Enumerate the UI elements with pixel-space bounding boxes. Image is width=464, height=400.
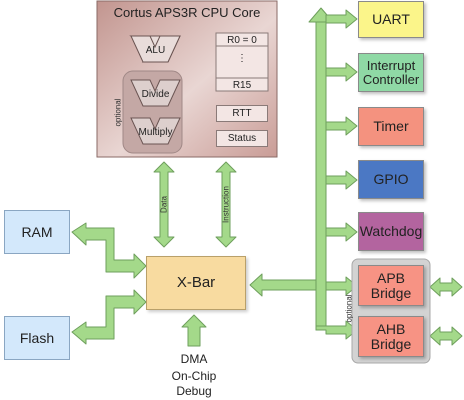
multiply-label: Multiply	[138, 127, 173, 138]
xbar-label: X-Bar	[176, 274, 216, 292]
register-r0: R0 = 0	[227, 35, 257, 46]
register-dots: ⋮	[237, 53, 247, 64]
uart-branch	[325, 9, 358, 29]
ahb-bridge-block: AHB Bridge	[358, 316, 424, 357]
peripheral-bus-trunk	[315, 21, 327, 331]
xbar-peripheral-arrow	[249, 273, 317, 297]
data-bus-arrow	[153, 161, 175, 248]
ahb-output-arrow	[429, 326, 463, 346]
ahb-label-line2: Bridge	[370, 335, 412, 352]
apb-label-line2: Bridge	[370, 284, 412, 301]
flash-block: Flash	[4, 316, 70, 360]
optional-units-label: optional	[113, 98, 123, 127]
uart-block: UART	[358, 1, 424, 38]
register-status: Status	[216, 130, 268, 147]
timer-branch	[325, 116, 358, 136]
ahb-branch	[315, 320, 358, 340]
bridges-optional-label: optional	[344, 294, 354, 323]
interrupt-label-line2: Controller	[362, 71, 420, 87]
instruction-bus-arrow	[215, 161, 237, 248]
interrupt-controller-block: Interrupt Controller	[358, 53, 424, 92]
register-rtt: RTT	[216, 105, 268, 122]
interrupt-label-line1: Interrupt	[366, 57, 416, 73]
dma-label: DMA	[180, 352, 208, 366]
ahb-label-line1: AHB	[376, 320, 406, 337]
alu-label: ALU	[145, 45, 166, 56]
cpu-core-title: Cortus APS3R CPU Core	[113, 5, 261, 20]
divide-shape	[130, 79, 181, 107]
instruction-bus-label: Instruction	[221, 186, 231, 223]
data-bus-label: Data	[159, 196, 169, 213]
apb-output-arrow	[429, 277, 463, 297]
watchdog-branch	[325, 222, 358, 242]
divide-label: Divide	[141, 89, 170, 100]
uart-label: UART	[372, 11, 410, 28]
dma-xbar-arrow	[181, 314, 207, 347]
debug-label: Debug	[176, 384, 212, 398]
watchdog-label: Watchdog	[359, 223, 423, 240]
on-chip-label: On-Chip	[171, 369, 217, 383]
timer-block: Timer	[358, 107, 424, 146]
ram-block: RAM	[4, 210, 70, 254]
gpio-label: GPIO	[373, 171, 409, 188]
apb-bridge-block: APB Bridge	[358, 265, 424, 306]
flash-xbar-arrow	[71, 289, 147, 345]
register-r15: R15	[232, 80, 252, 91]
multiply-shape	[130, 117, 181, 145]
xbar-block: X-Bar	[146, 256, 246, 310]
alu-shape-body	[130, 35, 181, 63]
apb-label-line1: APB	[376, 269, 405, 286]
ram-xbar-arrow	[71, 222, 147, 279]
flash-label: Flash	[19, 329, 55, 346]
timer-label: Timer	[373, 118, 409, 135]
ram-label: RAM	[21, 223, 53, 240]
interrupt-branch	[325, 62, 358, 82]
register-file-main	[215, 32, 269, 92]
gpio-block: GPIO	[358, 160, 424, 199]
gpio-branch	[325, 170, 358, 190]
watchdog-block: Watchdog	[358, 212, 424, 251]
